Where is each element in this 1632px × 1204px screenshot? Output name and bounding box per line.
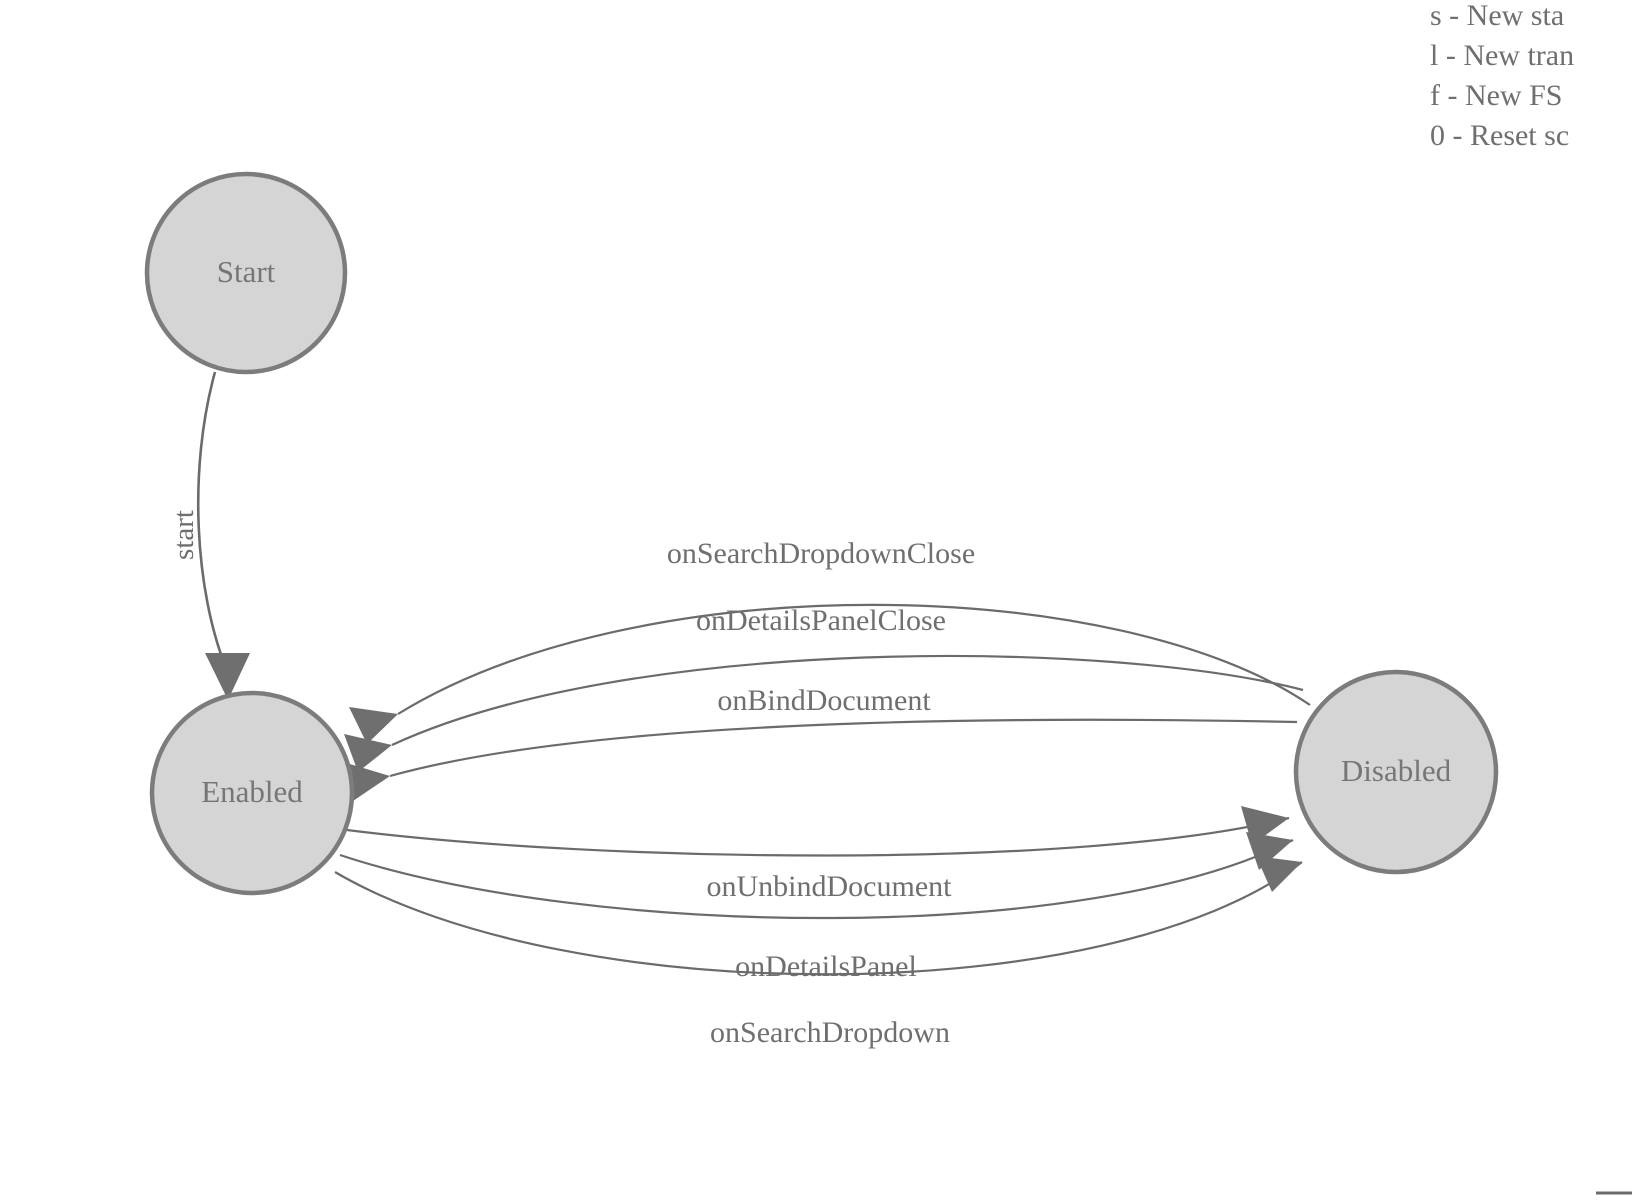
transition-label: onDetailsPanel <box>735 950 917 983</box>
arrowhead-icon <box>349 707 398 744</box>
state-node-disabled[interactable]: Disabled <box>1293 669 1499 875</box>
state-node-label: Disabled <box>1341 753 1452 788</box>
arrowhead-icon <box>343 762 390 801</box>
transition-start[interactable]: start <box>168 371 250 700</box>
arrowhead-icon <box>344 734 392 772</box>
arrowhead-icon <box>205 653 250 700</box>
state-node-start[interactable]: Start <box>144 171 348 375</box>
transition-label: start <box>168 510 200 560</box>
transition-onDetailsPanelClose[interactable]: onDetailsPanelClose <box>344 604 1304 772</box>
arrowhead-icon <box>1246 832 1293 870</box>
transition-edge-path[interactable] <box>391 654 1304 746</box>
state-node-label: Start <box>217 254 276 289</box>
transition-onSearchDropdown[interactable]: onSearchDropdown <box>334 856 1303 1049</box>
transition-edge-path[interactable] <box>397 603 1311 715</box>
shortcut-line-new-state: s - New sta <box>1430 0 1564 32</box>
state-circle[interactable] <box>1293 669 1499 875</box>
transition-label: onSearchDropdown <box>710 1016 950 1049</box>
shortcut-line-new-fsm: f - New FS <box>1430 79 1563 112</box>
keyboard-shortcuts-overlay: s - New sta l - New tran f - New FS 0 - … <box>1430 0 1574 152</box>
transition-label: onUnbindDocument <box>707 870 953 903</box>
arrowhead-icon <box>1256 856 1302 892</box>
shortcut-line-new-transition: l - New tran <box>1430 39 1574 72</box>
transition-edge-path[interactable] <box>389 718 1298 778</box>
transition-onSearchDropdownClose[interactable]: onSearchDropdownClose <box>349 537 1311 744</box>
transition-label: onBindDocument <box>717 684 931 717</box>
transition-onBindDocument[interactable]: onBindDocument <box>343 684 1298 801</box>
state-circle[interactable] <box>149 690 355 896</box>
transition-edge-path[interactable] <box>196 371 228 669</box>
transition-label: onSearchDropdownClose <box>667 537 975 570</box>
transition-label: onDetailsPanelClose <box>696 604 946 637</box>
transition-edge-path[interactable] <box>339 839 1294 920</box>
shortcut-line-reset-scale: 0 - Reset sc <box>1430 119 1569 152</box>
state-circle[interactable] <box>144 171 348 375</box>
state-node-label: Enabled <box>201 774 303 809</box>
transition-onDetailsPanel[interactable]: onDetailsPanel <box>339 832 1294 983</box>
transition-edge-path[interactable] <box>346 816 1290 857</box>
state-node-enabled[interactable]: Enabled <box>149 690 355 896</box>
transition-edge-path[interactable] <box>334 861 1303 976</box>
